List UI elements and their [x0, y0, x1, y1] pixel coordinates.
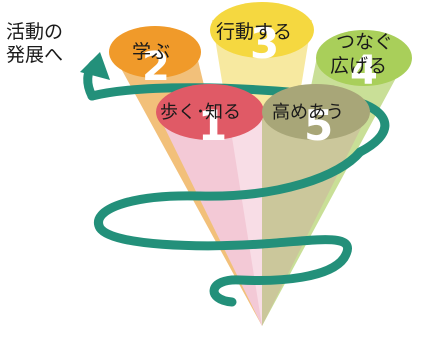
step-3-number: 3 — [250, 19, 279, 68]
step-4-label-line-2: 広げる — [330, 55, 387, 77]
cone-1-highlight — [228, 112, 262, 326]
step-4-number: 4 — [350, 48, 378, 94]
spiral-band-front — [94, 147, 365, 307]
caption-line-2: 発展へ — [6, 44, 63, 66]
step-1-cap — [156, 84, 264, 140]
cone-2 — [112, 52, 262, 326]
step-5-number: 5 — [304, 101, 333, 150]
cone-1 — [156, 110, 262, 326]
step-4-label-line-1: つなぐ — [336, 31, 393, 53]
step-3-label: 行動する — [216, 21, 292, 43]
step-3-cap — [210, 2, 314, 58]
step-1-label: 歩く･知る — [160, 102, 241, 123]
spiral-arrow-head — [80, 52, 110, 80]
step-1-number: 1 — [198, 101, 227, 150]
cone-4 — [262, 52, 410, 326]
step-5-cap — [262, 84, 370, 140]
step-5-label: 高めあう — [272, 102, 344, 123]
caption-line-1: 活動の — [6, 21, 63, 43]
step-4-cap — [316, 30, 412, 86]
step-2-cap — [109, 26, 201, 78]
step-2-label: 学ぶ — [132, 41, 170, 63]
step-2-number: 2 — [142, 44, 170, 90]
